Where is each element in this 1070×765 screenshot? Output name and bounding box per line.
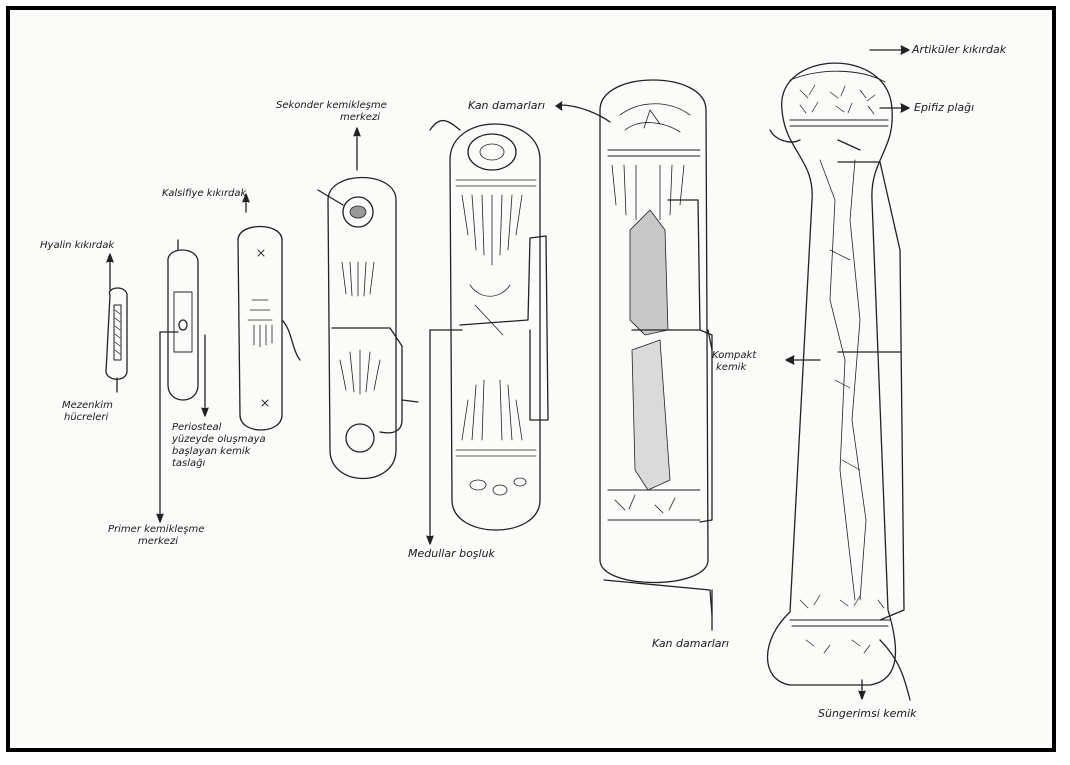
label-kan-damarlari-bottom: Kan damarları bbox=[652, 638, 729, 650]
label-periosteal-2: yüzeyde oluşmaya bbox=[172, 434, 266, 446]
label-kompakt-1: Kompakt bbox=[712, 350, 756, 362]
label-mezenkim-2: hücreleri bbox=[64, 412, 108, 424]
label-epifiz-plagi: Epifiz plağı bbox=[914, 102, 974, 114]
label-primer-1: Primer kemikleşme bbox=[108, 524, 204, 536]
stage-5-medullary bbox=[427, 121, 548, 544]
label-periosteal-3: başlayan kemik bbox=[172, 446, 250, 458]
label-kan-damarlari-top: Kan damarları bbox=[468, 100, 545, 112]
label-primer-2: merkezi bbox=[138, 536, 178, 548]
label-mezenkim-1: Mezenkim bbox=[62, 400, 113, 412]
label-medullar-bosluk: Medullar boşluk bbox=[408, 548, 495, 560]
label-sekonder-2: merkezi bbox=[340, 112, 380, 124]
stage-1-hyaline-model bbox=[106, 254, 127, 392]
label-sekonder-1: Sekonder kemikleşme bbox=[276, 100, 387, 112]
stage-3-calcified bbox=[238, 194, 300, 430]
stage-6-vascularized bbox=[556, 80, 712, 615]
label-periosteal-4: taslağı bbox=[172, 458, 205, 470]
stage-7-mature bbox=[768, 46, 911, 700]
label-hyalin-kikirdak: Hyalin kıkırdak bbox=[40, 240, 114, 252]
label-kalsifiye-kikirdak: Kalsifiye kıkırdak bbox=[162, 188, 246, 200]
stage-4-secondary bbox=[318, 128, 418, 479]
label-artikuler-kikirdak: Artiküler kıkırdak bbox=[912, 44, 1006, 56]
label-sungerimsi-kemik: Süngerimsi kemik bbox=[818, 708, 917, 720]
stage-2-periosteal bbox=[157, 240, 208, 522]
label-kompakt-2: kemik bbox=[716, 362, 746, 374]
label-periosteal-1: Periosteal bbox=[172, 422, 221, 434]
